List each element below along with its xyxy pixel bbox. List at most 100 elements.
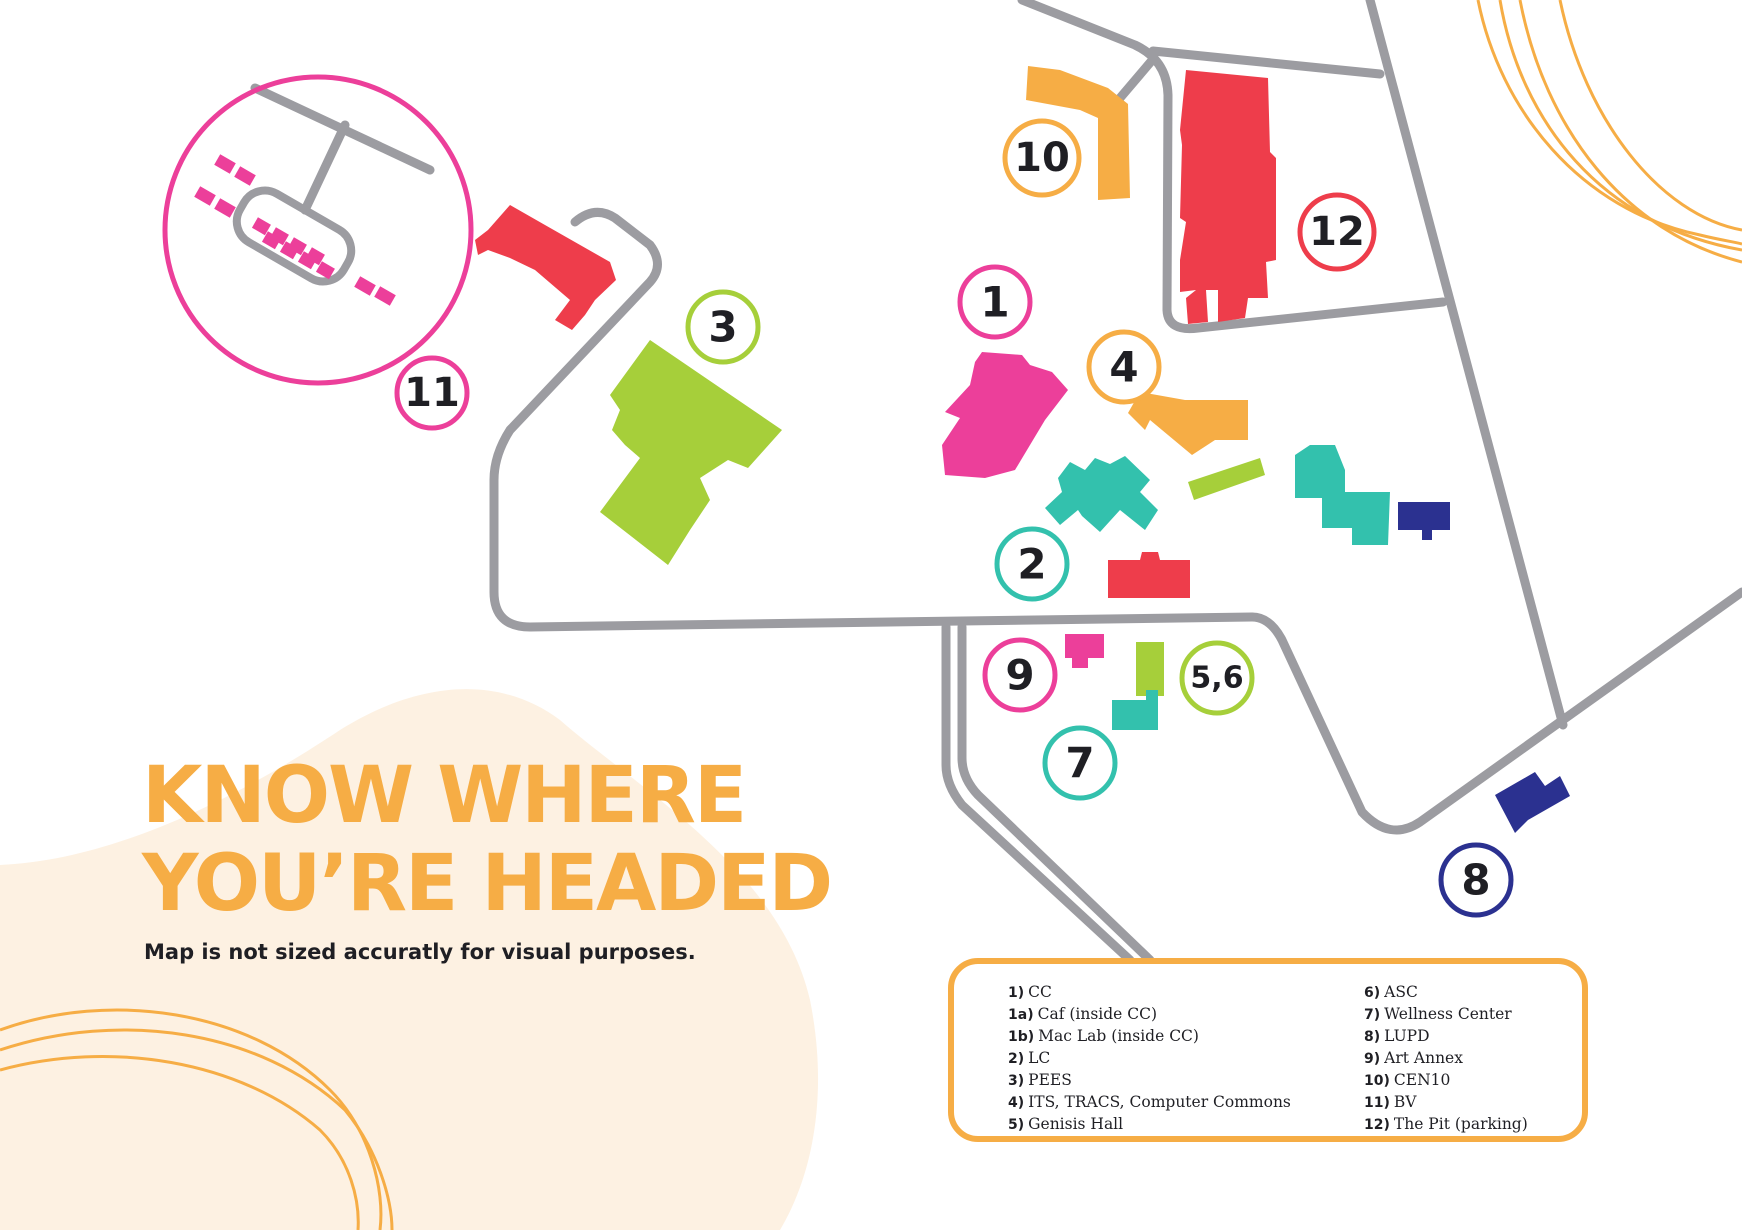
marker-2[interactable]: 2 [994, 526, 1070, 602]
marker-4-ring [1086, 329, 1162, 405]
legend-key: 9) [1364, 1051, 1381, 1067]
marker-4[interactable]: 4 [1086, 329, 1162, 405]
marker-3-label: 3 [708, 303, 737, 352]
marker-11-ring [394, 355, 470, 431]
legend-key: 10) [1364, 1073, 1390, 1089]
legend-key: 8) [1364, 1029, 1381, 1045]
building-pit [1180, 70, 1276, 324]
legend-name: CEN10 [1393, 1071, 1451, 1089]
building-genesis [1136, 642, 1164, 696]
building-navy-east [1398, 502, 1450, 540]
marker-10-ring [1002, 118, 1082, 198]
marker-8-ring [1438, 842, 1514, 918]
map-disclaimer: Map is not sized accuratly for visual pu… [144, 940, 696, 964]
marker-10-label: 10 [1014, 135, 1070, 181]
legend-name: CC [1028, 983, 1052, 1001]
legend-name: ITS, TRACS, Computer Commons [1028, 1093, 1291, 1111]
legend-column-left: 1)CC 1a)Caf (inside CC) 1b)Mac Lab (insi… [1008, 982, 1291, 1136]
legend-item: 2)LC [1008, 1048, 1291, 1070]
legend-name: LUPD [1384, 1027, 1430, 1045]
building-wellness [1112, 690, 1158, 730]
legend-name: BV [1393, 1093, 1417, 1111]
legend-name: Caf (inside CC) [1037, 1005, 1158, 1023]
legend-item: 8)LUPD [1364, 1026, 1528, 1048]
marker-12[interactable]: 12 [1297, 192, 1377, 272]
legend-column-right: 6)ASC 7)Wellness Center 8)LUPD 9)Art Ann… [1364, 982, 1528, 1136]
main-loop-road [489, 207, 1257, 632]
bv-buildings [194, 154, 396, 306]
marker-9[interactable]: 9 [982, 637, 1058, 713]
legend-key: 6) [1364, 985, 1381, 1001]
legend-item: 12)The Pit (parking) [1364, 1114, 1528, 1136]
marker-9-label: 9 [1005, 651, 1034, 700]
legend-item: 1a)Caf (inside CC) [1008, 1004, 1291, 1026]
page-title: KNOW WHERE YOU’RE HEADED [142, 751, 833, 929]
building-lc [1045, 456, 1158, 532]
legend-key: 11) [1364, 1095, 1390, 1111]
legend-item: 1b)Mac Lab (inside CC) [1008, 1026, 1291, 1048]
legend-item: 1)CC [1008, 982, 1291, 1004]
marker-5-6-label: 5,6 [1190, 661, 1243, 696]
legend-key: 1b) [1008, 1029, 1035, 1045]
marker-8[interactable]: 8 [1438, 842, 1514, 918]
marker-12-ring [1297, 192, 1377, 272]
page-title-line-2: YOU’RE HEADED [142, 839, 833, 929]
legend-item: 7)Wellness Center [1364, 1004, 1528, 1026]
marker-3[interactable]: 3 [685, 289, 761, 365]
legend-name: ASC [1384, 983, 1418, 1001]
east-connector-road [1247, 587, 1742, 835]
legend-item: 10)CEN10 [1364, 1070, 1528, 1092]
buildings [475, 66, 1570, 833]
legend-key: 2) [1008, 1051, 1025, 1067]
marker-5-6-ring [1179, 640, 1255, 716]
legend-name: LC [1028, 1049, 1051, 1067]
south-road-a [941, 622, 1135, 965]
marker-5-6[interactable]: 5,6 [1179, 640, 1255, 716]
marker-10[interactable]: 10 [1002, 118, 1082, 198]
legend-item: 4)ITS, TRACS, Computer Commons [1008, 1092, 1291, 1114]
legend-item: 11)BV [1364, 1092, 1528, 1114]
marker-1-ring [957, 264, 1033, 340]
marker-1[interactable]: 1 [957, 264, 1033, 340]
north-road [1017, 0, 1448, 334]
legend-key: 3) [1008, 1073, 1025, 1089]
legend-key: 1) [1008, 985, 1025, 1001]
bv-area-circle [162, 74, 474, 386]
marker-7[interactable]: 7 [1042, 725, 1118, 801]
legend-key: 12) [1364, 1117, 1390, 1133]
east-road [1365, 0, 1568, 730]
marker-11-label: 11 [404, 370, 460, 416]
roads [250, 0, 1742, 965]
cen10-spur-road [1115, 53, 1159, 103]
building-red-nw [475, 205, 616, 330]
marker-7-ring [1042, 725, 1118, 801]
marker-11[interactable]: 11 [394, 355, 470, 431]
building-teal-east [1295, 445, 1390, 545]
building-lime-bar [1188, 458, 1265, 500]
page-title-line-1: KNOW WHERE [142, 751, 747, 841]
legend-key: 1a) [1008, 1007, 1034, 1023]
legend-name: Wellness Center [1384, 1005, 1512, 1023]
bv-spur-road [300, 120, 350, 215]
legend-name: PEES [1028, 1071, 1072, 1089]
legend-key: 5) [1008, 1117, 1025, 1133]
marker-12-label: 12 [1309, 209, 1365, 255]
building-lupd [1495, 772, 1570, 833]
legend-item: 9)Art Annex [1364, 1048, 1528, 1070]
marker-7-label: 7 [1065, 739, 1094, 788]
legend-name: The Pit (parking) [1393, 1115, 1528, 1133]
marker-8-label: 8 [1461, 856, 1490, 905]
marker-1-label: 1 [980, 278, 1009, 327]
bv-parking-lot [232, 186, 356, 286]
marker-4-label: 4 [1109, 343, 1138, 392]
legend-item: 3)PEES [1008, 1070, 1291, 1092]
legend-name: Genisis Hall [1028, 1115, 1124, 1133]
legend-name: Mac Lab (inside CC) [1038, 1027, 1199, 1045]
south-road-b [957, 622, 1155, 965]
legend-key: 7) [1364, 1007, 1381, 1023]
building-art-annex [1065, 634, 1104, 668]
legend-item: 6)ASC [1364, 982, 1528, 1004]
legend-item: 5)Genisis Hall [1008, 1114, 1291, 1136]
building-red-south [1108, 552, 1190, 598]
